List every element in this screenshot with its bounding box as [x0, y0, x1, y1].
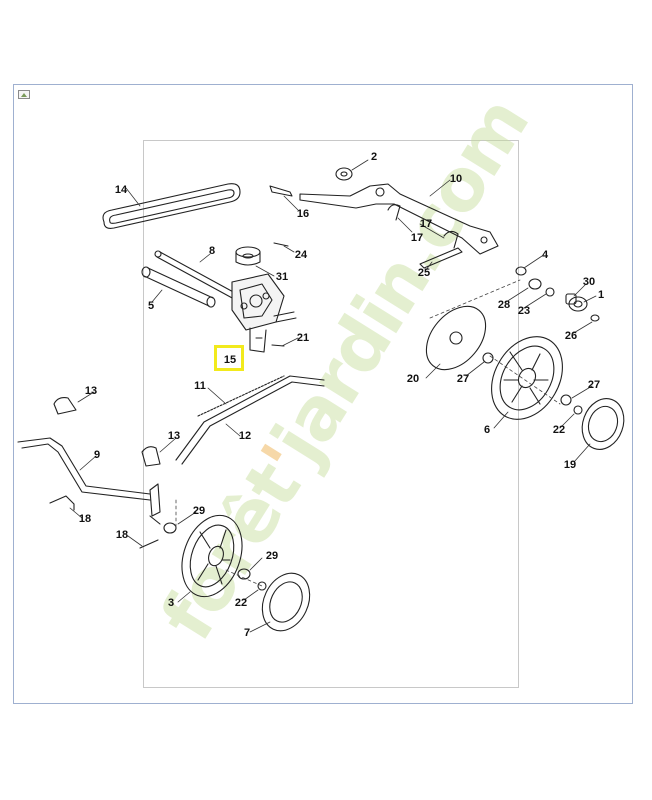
bushing-part-28 — [528, 278, 542, 290]
spring-rod-part-11 — [197, 375, 285, 417]
washer-part-4 — [515, 266, 527, 276]
handle-bar-part-12 — [175, 375, 325, 465]
callout-label[interactable]: 14 — [114, 184, 128, 196]
callout-label[interactable]: 22 — [552, 424, 566, 436]
pin-part-18b — [139, 539, 159, 549]
link-part-25 — [419, 247, 463, 269]
front-wheel-part-3 — [181, 514, 243, 598]
callout-label[interactable]: 17 — [410, 232, 424, 244]
callout-label[interactable]: 10 — [449, 173, 463, 185]
lever-assembly-part-10 — [299, 183, 499, 255]
callout-label[interactable]: 11 — [194, 380, 206, 392]
washer-part-23 — [545, 287, 555, 297]
callout-label[interactable]: 13 — [167, 430, 181, 442]
callout-label[interactable]: 28 — [497, 299, 511, 311]
bushing-part-29b — [237, 568, 251, 580]
assembly-guide-lines — [175, 279, 561, 587]
bushing-part-2 — [335, 167, 353, 181]
callout-label[interactable]: 12 — [238, 430, 252, 442]
callout-label[interactable]: 31 — [275, 271, 289, 283]
drive-belt-part — [102, 183, 241, 229]
callout-label[interactable]: 22 — [234, 597, 248, 609]
bushing-part-27a — [482, 352, 494, 364]
bushing-part-29a — [163, 522, 177, 534]
rear-wheel-part-6 — [491, 336, 563, 420]
callout-label[interactable]: 18 — [115, 529, 129, 541]
callout-label[interactable]: 27 — [456, 373, 470, 385]
bracket-part-13a — [53, 397, 77, 415]
callout-label[interactable]: 25 — [417, 267, 431, 279]
callout-label[interactable]: 3 — [167, 597, 175, 609]
callout-label[interactable]: 27 — [587, 379, 601, 391]
callout-label[interactable]: 13 — [84, 385, 98, 397]
spring-part-18a — [49, 495, 75, 511]
pin-part-24 — [273, 242, 289, 247]
washer-part-22a — [573, 405, 583, 415]
washer-part-22b — [257, 581, 267, 591]
spring-part-17a — [387, 204, 401, 221]
callout-label[interactable]: 9 — [93, 449, 101, 461]
grip-part-16 — [269, 185, 293, 197]
front-axle-part-9 — [17, 437, 161, 525]
callout-label-highlighted[interactable]: 15 — [223, 354, 237, 366]
callout-label[interactable]: 23 — [517, 305, 531, 317]
callout-label[interactable]: 7 — [243, 627, 251, 639]
callout-label[interactable]: 1 — [597, 289, 605, 301]
callout-label[interactable]: 29 — [192, 505, 206, 517]
clip-part-26 — [590, 314, 600, 322]
hubcap-part-7 — [261, 572, 311, 632]
callout-label[interactable]: 20 — [406, 373, 420, 385]
leader-lines — [69, 159, 597, 633]
callout-label[interactable]: 21 — [296, 332, 310, 344]
bearing-part-30 — [565, 293, 577, 305]
callout-label[interactable]: 16 — [296, 208, 310, 220]
gearbox-part — [231, 273, 297, 331]
callout-label[interactable]: 4 — [541, 249, 549, 261]
figure-frame — [13, 84, 633, 704]
callout-label[interactable]: 8 — [208, 245, 216, 257]
diagram-area — [143, 140, 519, 688]
drive-gear-part-1 — [568, 296, 588, 312]
hubcap-part-19 — [581, 398, 625, 450]
callout-label[interactable]: 2 — [370, 151, 378, 163]
callout-label[interactable]: 30 — [582, 276, 596, 288]
callout-label[interactable]: 24 — [294, 249, 308, 261]
bracket-part-15 — [249, 327, 267, 353]
callout-label[interactable]: 18 — [78, 513, 92, 525]
image-placeholder-icon — [18, 90, 30, 99]
callout-label[interactable]: 6 — [483, 424, 491, 436]
callout-label[interactable]: 26 — [564, 330, 578, 342]
wheel-cover-part-20 — [425, 305, 487, 371]
callout-label[interactable]: 17 — [419, 218, 433, 230]
callout-label[interactable]: 5 — [147, 300, 155, 312]
bracket-part-13b — [141, 446, 161, 467]
highlighted-part-box — [214, 345, 244, 371]
spring-part-17b — [443, 230, 459, 249]
callout-label[interactable]: 19 — [563, 459, 577, 471]
tube-part-5 — [141, 266, 216, 308]
pulley-part-31 — [235, 246, 261, 266]
bushing-part-27b — [560, 394, 572, 406]
callout-label[interactable]: 29 — [265, 550, 279, 562]
